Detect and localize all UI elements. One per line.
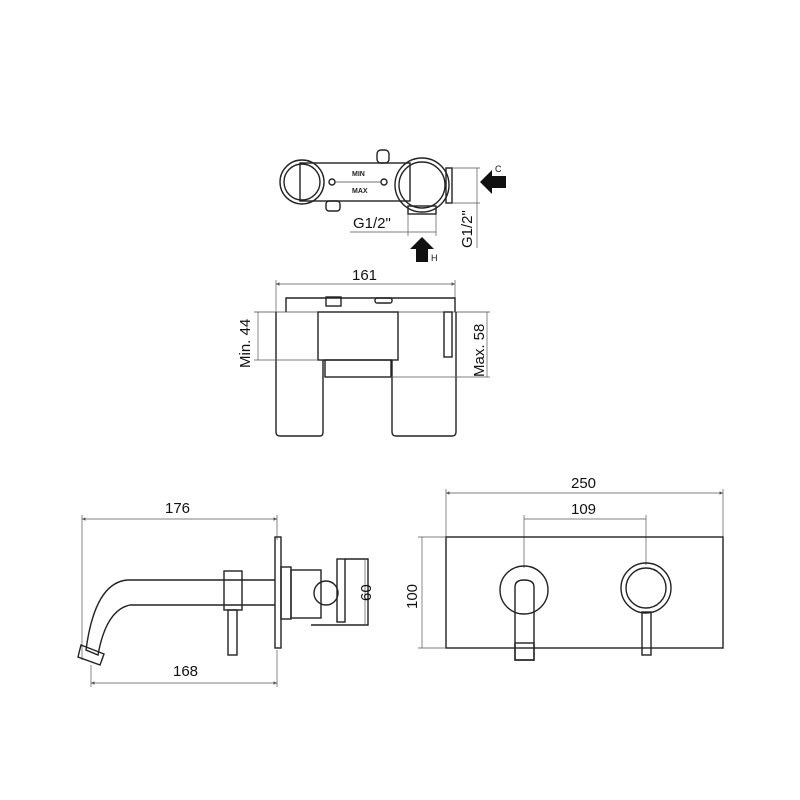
bottom-mount-tab: [325, 200, 341, 212]
left-block: [275, 312, 324, 437]
mixer-side-view: 176 168 60: [77, 500, 375, 687]
plate-height-dim: 100: [404, 584, 421, 609]
cover-plate: [445, 536, 724, 649]
valve-port: [313, 580, 339, 606]
plate-slot: [374, 297, 393, 304]
cold-inlet: [445, 167, 453, 204]
top-mount-tab: [376, 149, 390, 164]
cold-arrow-icon: [480, 170, 506, 194]
lever-hub: [625, 567, 667, 609]
lever-handle-front: [641, 611, 652, 656]
cold-label: C: [495, 164, 502, 174]
lever-handle: [227, 609, 238, 656]
valve-flange: [280, 566, 292, 620]
lower-block: [324, 359, 392, 378]
valve-body: [299, 162, 411, 202]
screw: [380, 178, 388, 186]
right-block: [391, 312, 457, 437]
valve-top-view: MIN MAX G1/2" G1/2" C H: [279, 149, 506, 263]
spout: [85, 579, 275, 656]
center-block: [317, 311, 399, 361]
total-length-dim: 176: [165, 500, 190, 517]
hot-inlet: [407, 205, 437, 215]
lever-rosette: [620, 562, 672, 614]
plate-width-dim: 250: [571, 475, 596, 492]
valve-depth-view: 161 Min. 44 Max. 58: [237, 267, 490, 437]
right-port-circle: [394, 157, 450, 213]
spout-projection-dim: 168: [173, 663, 198, 680]
hot-arrow-icon: [410, 237, 434, 262]
body-height-dim: 60: [358, 584, 375, 601]
lever-collar: [223, 570, 243, 611]
spout-aerator-front: [514, 642, 535, 661]
right-port-inner: [398, 161, 446, 209]
width-dim: 161: [352, 267, 377, 284]
thread-dim-vertical: G1/2": [459, 210, 476, 248]
max-depth-dim: Max. 58: [471, 324, 488, 377]
center-distance-dim: 109: [571, 501, 596, 518]
left-port-circle: [279, 159, 325, 205]
left-port-inner: [283, 163, 321, 201]
min-depth-dim: Min. 44: [237, 319, 254, 368]
top-plate: [285, 297, 456, 312]
spout-front: [514, 579, 535, 661]
mixer-front-view: 250 109 100: [404, 475, 724, 661]
thread-dim-horizontal: G1/2": [353, 215, 391, 232]
valve-cap: [336, 558, 346, 623]
plate-tab: [325, 296, 342, 307]
side-post: [443, 311, 453, 358]
spout-rosette: [499, 565, 549, 615]
screw: [328, 178, 336, 186]
valve-outline: [311, 558, 369, 626]
min-label: MIN: [352, 171, 365, 178]
spout-aerator: [77, 644, 105, 666]
valve-body: [290, 569, 322, 619]
wall-plate: [274, 536, 282, 649]
hot-label: H: [431, 253, 438, 263]
max-label: MAX: [352, 188, 368, 195]
